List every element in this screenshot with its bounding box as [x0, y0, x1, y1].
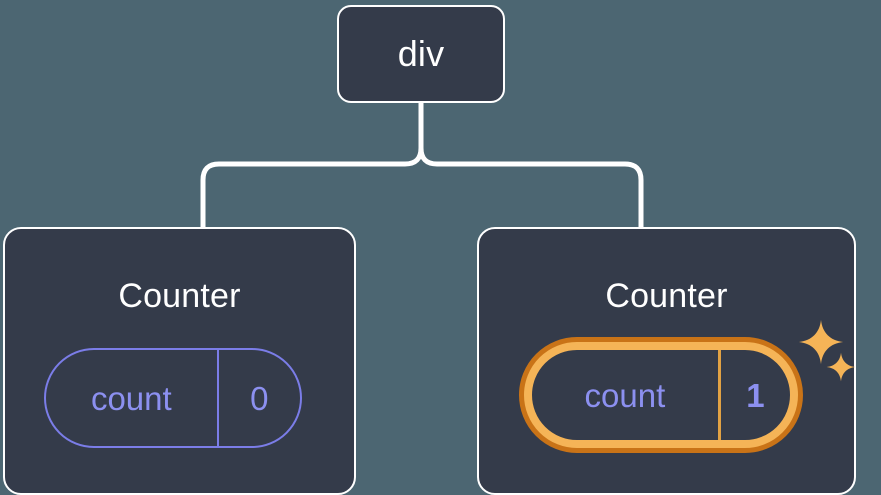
highlight-ring-inner: [524, 342, 798, 448]
node-counter-right-label: Counter: [605, 277, 728, 315]
state-pill-left[interactable]: count 0: [44, 348, 302, 448]
node-counter-left-label: Counter: [118, 277, 241, 315]
sparkle-icon-large: [798, 319, 844, 365]
node-div[interactable]: div: [337, 5, 505, 103]
state-pill-right: count 1: [532, 350, 790, 440]
connector-to-left-child: [200, 145, 424, 230]
state-pill-left-value: 0: [216, 350, 300, 446]
state-pill-right-value: 1: [717, 350, 790, 440]
highlight-ring-outer: [519, 337, 803, 453]
connector-to-right-child: [418, 145, 644, 230]
sparkle-icon-small: [826, 352, 856, 382]
node-div-label: div: [397, 33, 445, 74]
state-pill-right-key: count: [584, 376, 666, 414]
state-pill-left-key: count: [90, 379, 172, 417]
state-pill-right-highlight[interactable]: count 1: [519, 337, 803, 453]
